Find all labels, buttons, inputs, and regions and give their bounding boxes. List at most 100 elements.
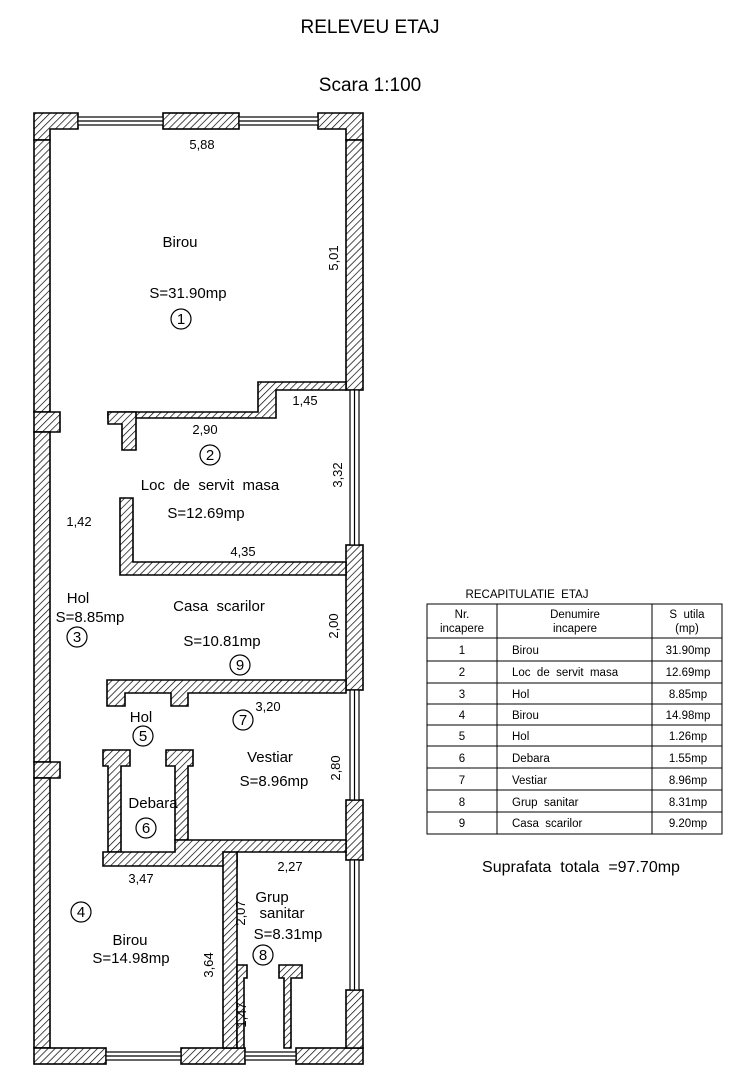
table-row-9-area: 9.20mp — [669, 818, 707, 830]
dim-3-64: 3,64 — [201, 952, 216, 977]
room-3-number: 3 — [73, 629, 81, 646]
room-1-number: 1 — [177, 311, 185, 328]
outer-wall-bottom-right — [295, 1047, 364, 1065]
table-row-3-area: 8.85mp — [669, 689, 707, 701]
table-row-1-nr: 1 — [459, 645, 465, 657]
room-6-marker — [135, 817, 157, 839]
wall-loc-masa-bottom — [119, 497, 347, 576]
table-row-5-nr: 5 — [459, 731, 465, 743]
dim-2-80: 2,80 — [328, 755, 343, 780]
total-area: Suprafata totala =97.70mp — [482, 859, 680, 876]
room-4-number: 4 — [77, 904, 85, 921]
room-3-name: Hol — [67, 590, 90, 607]
room-6-name: Debara — [128, 795, 178, 812]
outer-wall-left-jamb-1 — [33, 411, 61, 433]
table-border — [426, 603, 723, 835]
dim-4-35: 4,35 — [230, 544, 255, 559]
outer-wall-bottom-mid — [180, 1047, 246, 1065]
table-header-name-1: Denumire — [550, 609, 600, 621]
dim-1-47: 1,47 — [234, 1002, 249, 1027]
room-3-area: S=8.85mp — [56, 609, 125, 626]
dim-5-88: 5,88 — [189, 137, 214, 152]
dim-1-45: 1,45 — [292, 393, 317, 408]
table-row-8-name: Grup sanitar — [512, 797, 579, 809]
wall-casa-scarilor-bottom — [106, 679, 347, 707]
dim-2-27: 2,27 — [277, 859, 302, 874]
room-2-marker — [199, 444, 221, 466]
room-9-number: 9 — [236, 657, 244, 674]
dim-5-01: 5,01 — [326, 245, 341, 270]
dim-3-47: 3,47 — [128, 871, 153, 886]
wall-wc-stub-left — [236, 964, 248, 1049]
drawing-title: RELEVEU ETAJ — [300, 17, 439, 38]
room-2-name: Loc de servit masa — [141, 477, 280, 494]
table-row-8-nr: 8 — [459, 797, 465, 809]
walls — [33, 112, 364, 1065]
room-9-area: S=10.81mp — [183, 633, 260, 650]
room-labels: Birou S=31.90mp 1 2 Loc de servit masa S… — [56, 234, 323, 967]
outer-wall-bottom-left — [33, 1047, 107, 1065]
table-row-2-area: 12.69mp — [666, 667, 711, 679]
room-5-name: Hol — [130, 709, 153, 726]
table-header-area-1: S utila — [669, 609, 705, 621]
room-2-number: 2 — [206, 447, 214, 464]
room-4-marker — [70, 901, 92, 923]
room-9-marker — [229, 654, 251, 676]
table-row-1-name: Birou — [512, 645, 539, 657]
table-row-5-area: 1.26mp — [669, 731, 707, 743]
room-8-marker — [252, 944, 274, 966]
room-1-marker — [170, 308, 192, 330]
dim-3-20: 3,20 — [255, 699, 280, 714]
dim-2-07: 2,07 — [233, 900, 248, 925]
outer-wall-right-3 — [345, 799, 364, 861]
table-header-area-2: (mp) — [675, 623, 699, 635]
room-8-number: 8 — [259, 947, 267, 964]
table-row-6-area: 1.55mp — [669, 753, 707, 765]
table-row-7-name: Vestiar — [512, 775, 547, 787]
table-row-6-name: Debara — [512, 753, 550, 765]
wall-debara-left — [102, 749, 131, 853]
table-title: RECAPITULATIE ETAJ — [466, 589, 589, 601]
table-row-4-name: Birou — [512, 710, 539, 722]
table-row-4-area: 14.98mp — [666, 710, 711, 722]
drawing-scale: Scara 1:100 — [319, 75, 421, 96]
table-row-5-name: Hol — [512, 731, 529, 743]
outer-wall-right-2 — [345, 544, 364, 691]
room-4-name: Birou — [112, 932, 147, 949]
wall-stub-loc-masa — [107, 411, 137, 451]
dimension-labels: 5,88 5,01 1,45 2,90 3,32 1,42 4,35 2,00 … — [66, 137, 345, 1028]
room-1-name: Birou — [162, 234, 197, 251]
room-7-name: Vestiar — [247, 749, 293, 766]
outer-wall-right-1 — [345, 139, 364, 391]
summary-table: RECAPITULATIE ETAJ Nr. incapere Denumire… — [426, 589, 723, 835]
table-header-name-2: incapere — [553, 623, 597, 635]
table-row-1-area: 31.90mp — [666, 645, 711, 657]
room-8-name-line1: Grup — [255, 889, 288, 906]
dim-2-90: 2,90 — [192, 422, 217, 437]
wall-wc-stub-mid — [278, 964, 303, 1049]
wall-grup-sanitar-left — [222, 851, 238, 1049]
table-header-nr-1: Nr. — [455, 609, 470, 621]
dim-3-32: 3,32 — [330, 462, 345, 487]
dim-1-42: 1,42 — [66, 514, 91, 529]
room-5-marker — [132, 725, 154, 747]
table-row-2-name: Loc de servit masa — [512, 667, 619, 679]
outer-wall-top-left — [33, 112, 79, 141]
table-row-4-nr: 4 — [459, 710, 466, 722]
table-rows: 1 Birou 31.90mp 2 Loc de servit masa 12.… — [459, 645, 711, 830]
outer-wall-left-3 — [33, 777, 51, 1049]
room-3-marker — [66, 626, 88, 648]
outer-wall-left-1 — [33, 139, 51, 413]
windows — [77, 116, 360, 1061]
room-6-number: 6 — [142, 820, 150, 837]
outer-wall-right-4 — [345, 989, 364, 1049]
table-row-9-nr: 9 — [459, 818, 465, 830]
table-row-3-name: Hol — [512, 689, 529, 701]
outer-wall-left-2 — [33, 431, 51, 763]
room-4-area: S=14.98mp — [92, 950, 169, 967]
room-7-area: S=8.96mp — [240, 773, 309, 790]
outer-wall-top-right — [317, 112, 364, 141]
room-1-area: S=31.90mp — [149, 285, 226, 302]
room-2-area: S=12.69mp — [167, 505, 244, 522]
